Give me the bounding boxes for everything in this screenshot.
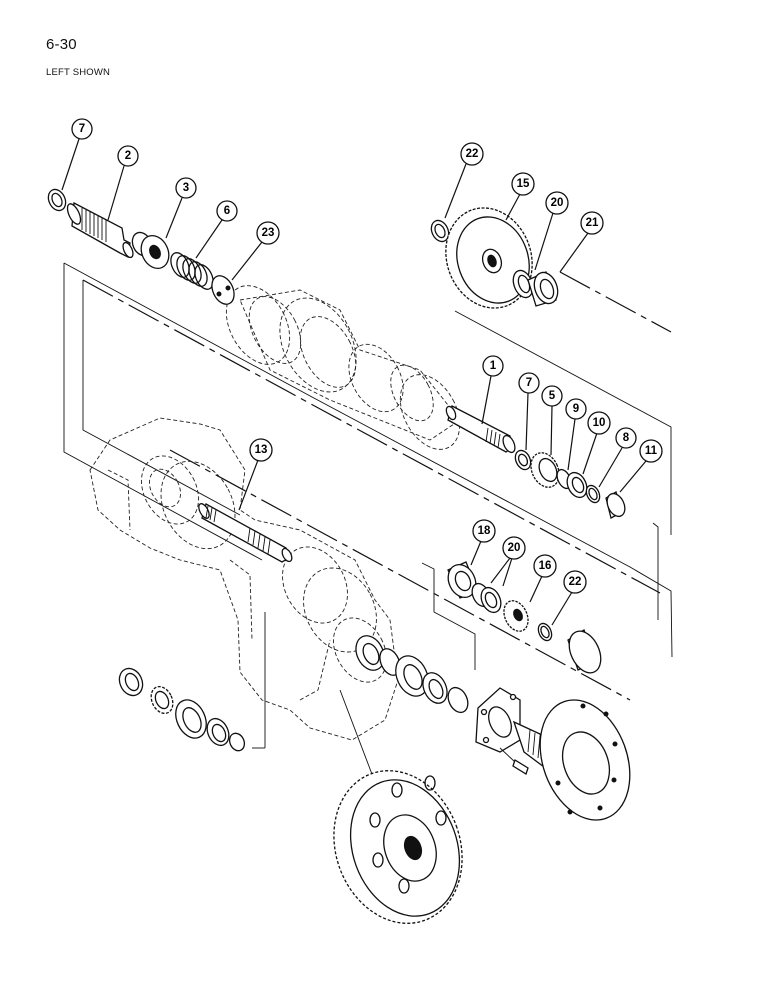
axle-bearing-stack [355,635,469,714]
boundary-line-right [652,522,659,620]
part-10-bearing [566,471,588,499]
part-5-gear [530,452,560,488]
view-note: LEFT SHOWN [46,67,111,78]
phantom-line-gear15 [559,271,672,333]
svg-text:20: 20 [551,197,564,209]
part-3-coupler [131,231,170,270]
svg-text:20: 20 [508,542,521,554]
callout-21: 21 [580,211,604,235]
svg-text:1: 1 [490,360,497,372]
callout-20: 20 [502,536,526,560]
part-7-ring [514,449,532,471]
callout-5: 5 [541,385,563,407]
part-7-snap-ring-top [47,188,67,212]
callout-13: 13 [249,438,273,462]
housing-hidden-outline [89,285,461,741]
phantom-centerline [169,449,631,701]
part-6-spring [170,252,214,290]
boundary-line-left [63,263,263,561]
svg-text:15: 15 [517,178,530,190]
part-11-cap [605,491,626,519]
svg-text:11: 11 [645,445,658,457]
part-15-gear [445,207,533,309]
end-cap [567,629,602,674]
svg-text:23: 23 [262,227,275,239]
callout-18: 18 [472,519,496,543]
leader-lines [61,138,647,626]
part-2-splined-shaft [66,201,134,259]
svg-text:21: 21 [586,217,599,229]
svg-text:9: 9 [573,403,579,415]
svg-text:7: 7 [526,377,532,389]
part-18-bearing [447,561,479,599]
callout-23: 23 [256,221,280,245]
part-20-washers [471,582,502,614]
part-22-snap-ring-top [430,219,450,243]
svg-text:2: 2 [125,150,131,162]
callout-8: 8 [615,427,637,449]
svg-text:7: 7 [79,123,85,135]
svg-text:8: 8 [623,432,630,444]
callout-15: 15 [511,172,535,196]
axle-flange [512,699,631,821]
callout-1: 1 [482,355,504,377]
part-16-gear [503,600,529,632]
boundary-line-right-top [454,310,672,535]
svg-text:5: 5 [549,390,556,402]
bolt [499,747,529,775]
callout-7: 7 [518,372,540,394]
callout-7: 7 [71,118,93,140]
svg-text:3: 3 [183,182,189,194]
callout-11: 11 [639,439,663,463]
part-22-snap-ring [537,622,553,642]
bull-gear [333,770,463,924]
boundary-line-mid [421,562,476,670]
callout-22: 22 [460,142,484,166]
callout-10: 10 [587,411,611,435]
part-23-plate [211,275,235,305]
page-number: 6-30 [46,36,77,53]
boundary-line-inner-left [82,280,241,516]
part-21-bearing [527,271,559,307]
callout-2: 2 [117,145,139,167]
lower-left-stack [118,667,246,752]
callout-3: 3 [175,177,197,199]
svg-text:10: 10 [593,417,606,429]
part-1-shaft [445,405,516,454]
svg-text:22: 22 [466,148,479,160]
svg-text:16: 16 [539,560,552,572]
svg-text:13: 13 [255,444,268,456]
boundary-line-outer [63,262,673,658]
callout-16: 16 [533,554,557,578]
part-13-shaft [198,503,293,563]
phantom-line-1 [82,279,661,594]
svg-text:6: 6 [224,205,230,217]
svg-text:22: 22 [569,576,582,588]
callout-9: 9 [565,398,587,420]
callout-22: 22 [563,570,587,594]
retainer-plate [475,687,521,753]
assembly-boundary-lines [63,262,673,791]
svg-text:18: 18 [478,525,491,537]
part-8-snap-ring [585,484,601,504]
callout-6: 6 [216,200,238,222]
callout-20: 20 [545,191,569,215]
callouts: 7 2 3 6 23 22 15 20 21 1 7 5 9 10 8 11 1… [71,118,663,594]
